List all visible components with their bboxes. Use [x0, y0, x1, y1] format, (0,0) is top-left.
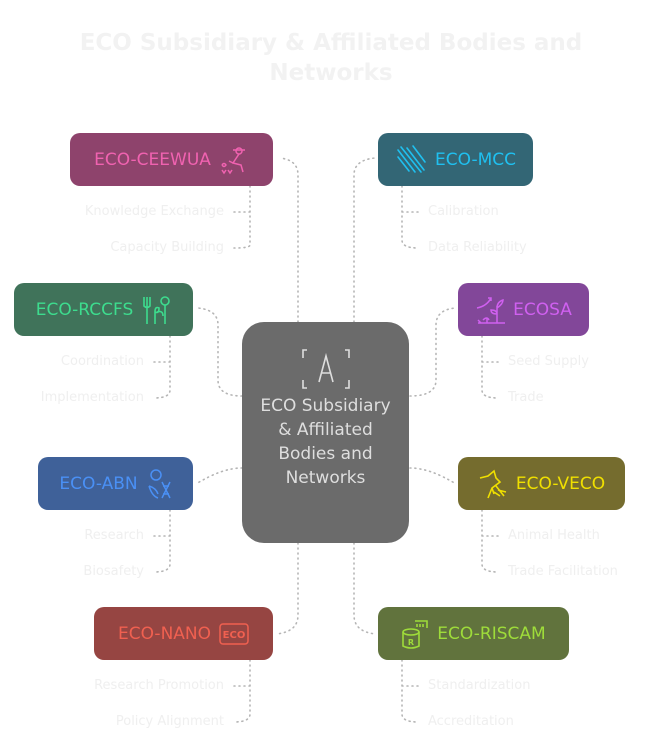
node-eco-mcc[interactable]: ECO-MCC — [378, 133, 533, 186]
connector-veco — [409, 467, 457, 485]
veterinary-dog-icon — [479, 469, 507, 498]
node-ecosa[interactable]: ECOSA — [458, 283, 589, 336]
connector-ecosa — [409, 307, 456, 397]
eco-badge-icon: ECO — [219, 622, 249, 645]
node-label: ECO-MCC — [434, 149, 516, 170]
connector-ceewua — [279, 157, 299, 323]
central-node-label: ECO Subsidiary & Affiliated Bodies and N… — [260, 396, 391, 488]
node-eco-nano[interactable]: ECO-NANO ECO — [94, 607, 273, 660]
subconnector-rccfs — [153, 335, 171, 399]
sub-item: Calibration — [428, 204, 499, 219]
connector-mcc — [353, 157, 376, 323]
standards-cylinder-icon: R — [402, 619, 429, 649]
node-label: ECO-CEEWUA — [94, 149, 211, 170]
node-eco-abn[interactable]: ECO-ABN — [38, 457, 193, 510]
sub-item: Seed Supply — [508, 354, 589, 369]
node-eco-ceewua[interactable]: ECO-CEEWUA — [70, 133, 273, 186]
subconnector-riscam — [401, 659, 419, 723]
subconnector-ecosa — [481, 335, 499, 399]
subconnector-nano — [233, 659, 251, 723]
node-label: ECO-NANO — [117, 623, 212, 644]
sub-item: Implementation — [40, 390, 144, 405]
central-node[interactable]: ECO Subsidiary & Affiliated Bodies and N… — [242, 322, 409, 543]
subconnector-abn — [153, 509, 171, 573]
node-label: ECOSA — [513, 299, 572, 320]
sub-item: Data Reliability — [428, 240, 527, 255]
sub-item: Trade Facilitation — [508, 564, 618, 579]
sub-item: Trade — [508, 390, 544, 405]
connector-rccfs — [197, 307, 243, 397]
food-security-icon — [143, 295, 171, 324]
connector-riscam — [353, 542, 377, 635]
node-label: ECO-RCCFS — [35, 299, 134, 320]
node-eco-veco[interactable]: ECO-VECO — [458, 457, 625, 510]
sub-item: Accreditation — [428, 714, 514, 729]
svg-text:R: R — [408, 638, 414, 647]
sub-item: Capacity Building — [110, 240, 224, 255]
subconnector-veco — [481, 509, 499, 573]
sub-item: Policy Alignment — [115, 714, 224, 729]
node-eco-rccfs[interactable]: ECO-RCCFS — [14, 283, 193, 336]
text-frame-icon — [301, 349, 350, 389]
node-label: ECO-RISCAM — [437, 623, 546, 644]
node-label: ECO-VECO — [515, 473, 606, 494]
sub-item: Biosafety — [83, 564, 144, 579]
sub-item: Research Promotion — [94, 678, 224, 693]
meteor-lines-icon — [397, 144, 426, 173]
subconnector-ceewua — [233, 185, 251, 249]
diagram-title: ECO Subsidiary & Affiliated Bodies and N… — [79, 30, 583, 86]
connector-abn — [195, 467, 243, 485]
sub-item: Coordination — [60, 354, 144, 369]
seed-growth-icon — [476, 296, 506, 324]
sub-item: Animal Health — [508, 528, 600, 543]
subconnector-mcc — [401, 185, 419, 249]
farmer-icon — [221, 146, 245, 174]
biotech-scientist-icon — [147, 468, 171, 499]
node-label: ECO-ABN — [59, 473, 138, 494]
svg-text:ECO: ECO — [223, 630, 246, 641]
sub-item: Research — [84, 528, 144, 543]
connector-nano — [275, 542, 299, 635]
sub-item: Standardization — [428, 678, 531, 693]
sub-item: Knowledge Exchange — [84, 204, 224, 219]
node-eco-riscam[interactable]: R ECO-RISCAM — [378, 607, 569, 660]
